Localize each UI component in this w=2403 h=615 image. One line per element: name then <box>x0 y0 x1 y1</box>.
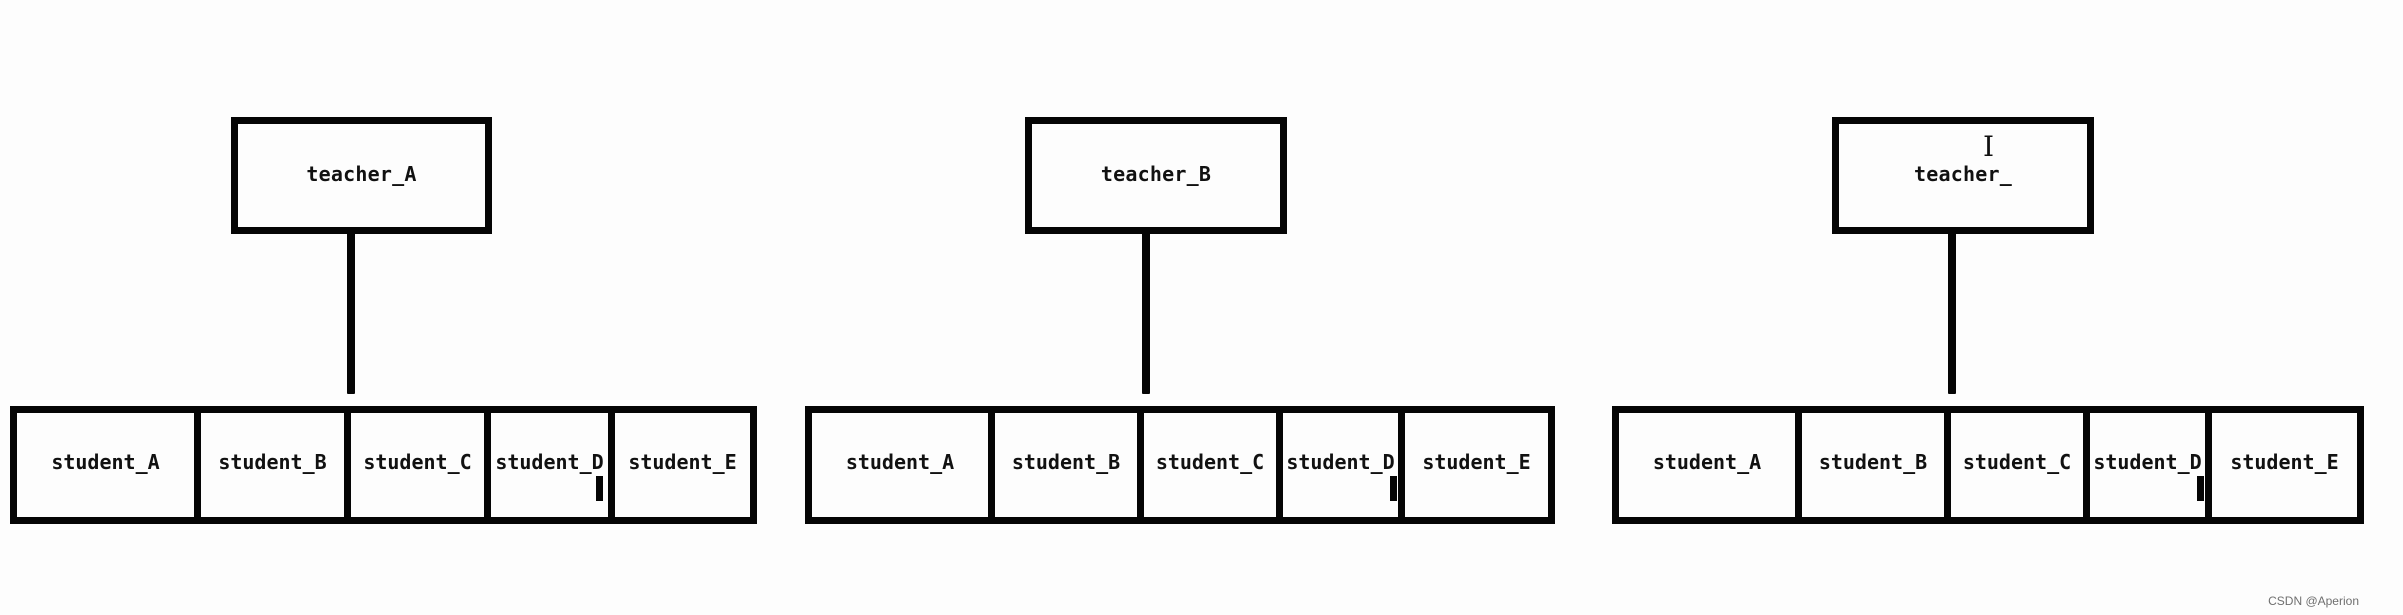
connector-line <box>1142 231 1150 394</box>
student-label: student_B <box>218 450 327 474</box>
student-label: student_D <box>2093 450 2202 474</box>
student-label: student_A <box>51 450 160 474</box>
student-label: student_E <box>628 450 737 474</box>
student-cell-a: student_A <box>1619 413 1795 517</box>
student-label: student_C <box>1155 450 1265 474</box>
student-cell-b: student_B <box>988 413 1137 517</box>
student-label: student_A <box>845 450 955 474</box>
teacher-label: teacher_A <box>306 162 417 186</box>
stray-tick-mark <box>596 476 603 501</box>
teacher-box: teacher_ <box>1832 117 2094 234</box>
student-cell-e: student_E <box>2205 413 2357 517</box>
teacher-group-b: teacher_B student_A student_B student_C … <box>805 0 1565 615</box>
connector-line <box>347 231 355 394</box>
student-cell-c: student_C <box>1944 413 2083 517</box>
student-cell-d: student_D <box>484 413 608 517</box>
student-cell-a: student_A <box>812 413 988 517</box>
student-label: student_A <box>1652 450 1762 474</box>
student-label: student_E <box>1422 450 1531 474</box>
student-label: student_D <box>495 450 604 474</box>
student-label: student_C <box>1962 450 2072 474</box>
student-label: student_E <box>2230 450 2339 474</box>
teacher-label: teacher_B <box>1100 162 1212 186</box>
student-cell-d: student_D <box>2083 413 2205 517</box>
student-label: student_C <box>363 450 472 474</box>
student-cell-e: student_E <box>608 413 750 517</box>
student-cell-b: student_B <box>1795 413 1944 517</box>
students-row: student_A student_B student_C student_D … <box>10 406 757 524</box>
student-cell-b: student_B <box>194 413 344 517</box>
watermark: CSDN @Aperion <box>2268 594 2359 608</box>
students-row: student_A student_B student_C student_D … <box>1612 406 2364 524</box>
teacher-group-a: teacher_A student_A student_B student_C … <box>0 0 760 615</box>
student-label: student_B <box>1818 450 1928 474</box>
teacher-group-c: teacher_ student_A student_B student_C s… <box>1612 0 2372 615</box>
teacher-box: teacher_B <box>1025 117 1287 234</box>
student-cell-c: student_C <box>344 413 484 517</box>
text-cursor-icon: I <box>1983 130 1995 163</box>
student-label: student_D <box>1286 450 1395 474</box>
stray-tick-mark <box>2197 476 2204 501</box>
stray-tick-mark <box>1390 476 1397 501</box>
teacher-label: teacher_ <box>1914 162 2012 186</box>
connector-line <box>1948 231 1956 394</box>
student-label: student_B <box>1011 450 1121 474</box>
student-cell-e: student_E <box>1398 413 1548 517</box>
teacher-box: teacher_A <box>231 117 492 234</box>
student-cell-c: student_C <box>1137 413 1276 517</box>
student-cell-d: student_D <box>1276 413 1398 517</box>
students-row: student_A student_B student_C student_D … <box>805 406 1555 524</box>
student-cell-a: student_A <box>17 413 194 517</box>
